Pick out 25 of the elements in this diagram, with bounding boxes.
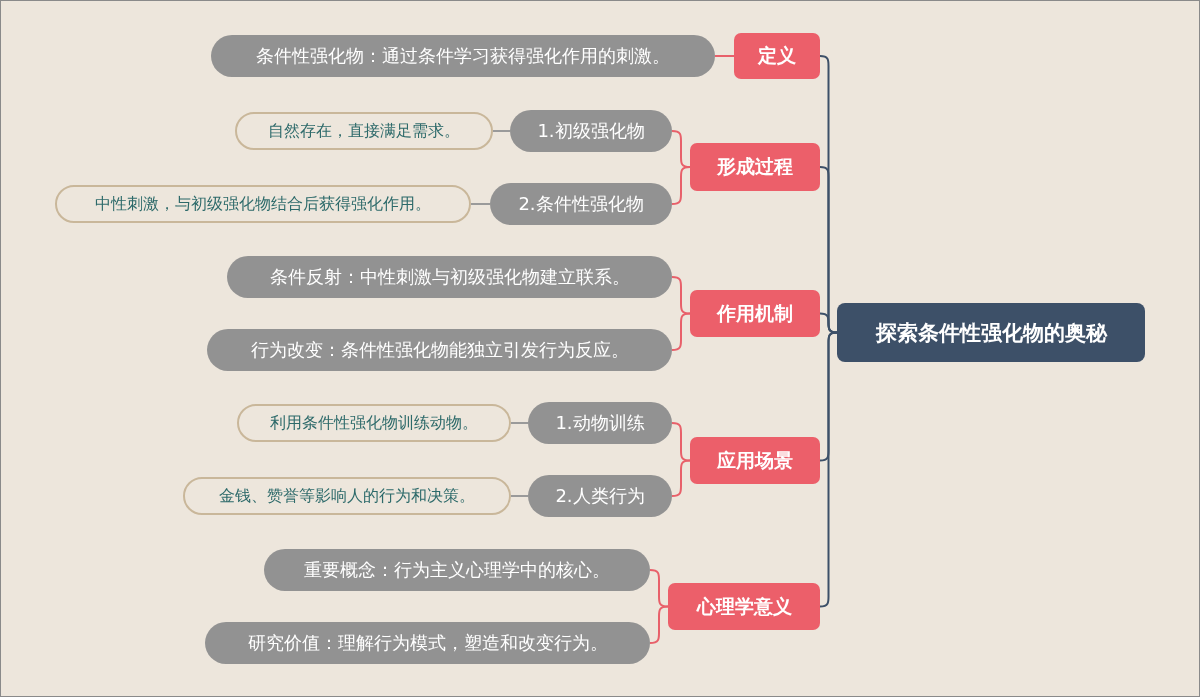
- text-pill: 条件性强化物：通过条件学习获得强化作用的刺激。: [211, 35, 715, 77]
- text-pill: 行为改变：条件性强化物能独立引发行为反应。: [207, 329, 672, 371]
- subtopic-pill: 1.初级强化物: [510, 110, 672, 152]
- note-pill: 自然存在，直接满足需求。: [235, 112, 493, 150]
- connector: [492, 130, 511, 132]
- subtopic-pill: 2.条件性强化物: [490, 183, 672, 225]
- connector: [510, 422, 529, 424]
- branch-box: 作用机制: [690, 290, 820, 337]
- text-pill: 研究价值：理解行为模式，塑造和改变行为。: [205, 622, 650, 664]
- text-pill: 重要概念：行为主义心理学中的核心。: [264, 549, 650, 591]
- branch-box: 形成过程: [690, 143, 820, 191]
- connector: [819, 312, 838, 334]
- text-pill: 条件反射：中性刺激与初级强化物建立联系。: [227, 256, 672, 298]
- topic-box: 探索条件性强化物的奥秘: [837, 303, 1145, 362]
- note-pill: 中性刺激，与初级强化物结合后获得强化作用。: [55, 185, 471, 223]
- connector: [470, 203, 491, 205]
- subtopic-pill: 2.人类行为: [528, 475, 672, 517]
- branch-box: 应用场景: [690, 437, 820, 484]
- connector: [510, 495, 529, 497]
- connector: [714, 55, 735, 57]
- subtopic-pill: 1.动物训练: [528, 402, 672, 444]
- branch-box: 定义: [734, 33, 820, 79]
- branch-box: 心理学意义: [668, 583, 820, 630]
- note-pill: 利用条件性强化物训练动物。: [237, 404, 511, 442]
- note-pill: 金钱、赞誉等影响人的行为和决策。: [183, 477, 511, 515]
